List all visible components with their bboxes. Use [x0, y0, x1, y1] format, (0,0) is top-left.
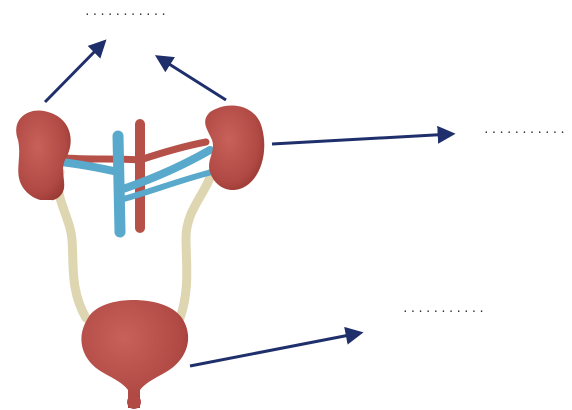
arrow-kidney-to-right-label: [272, 134, 452, 144]
bladder: [81, 300, 188, 409]
bottom-label-blank: ...........: [402, 303, 486, 315]
right-kidney: [205, 105, 264, 190]
top-label-blank: ...........: [84, 6, 168, 18]
right-ureter: [180, 172, 212, 318]
left-ureter: [58, 172, 86, 318]
arrow-left-kidney-to-label: [45, 42, 104, 102]
arrow-right-kidney-to-label: [158, 57, 226, 100]
vena-cava: [118, 136, 120, 232]
arrow-bladder-to-label: [190, 333, 360, 366]
left-renal-vein: [60, 162, 118, 172]
right-label-blank: ...........: [483, 124, 567, 136]
left-renal-artery: [66, 158, 140, 160]
